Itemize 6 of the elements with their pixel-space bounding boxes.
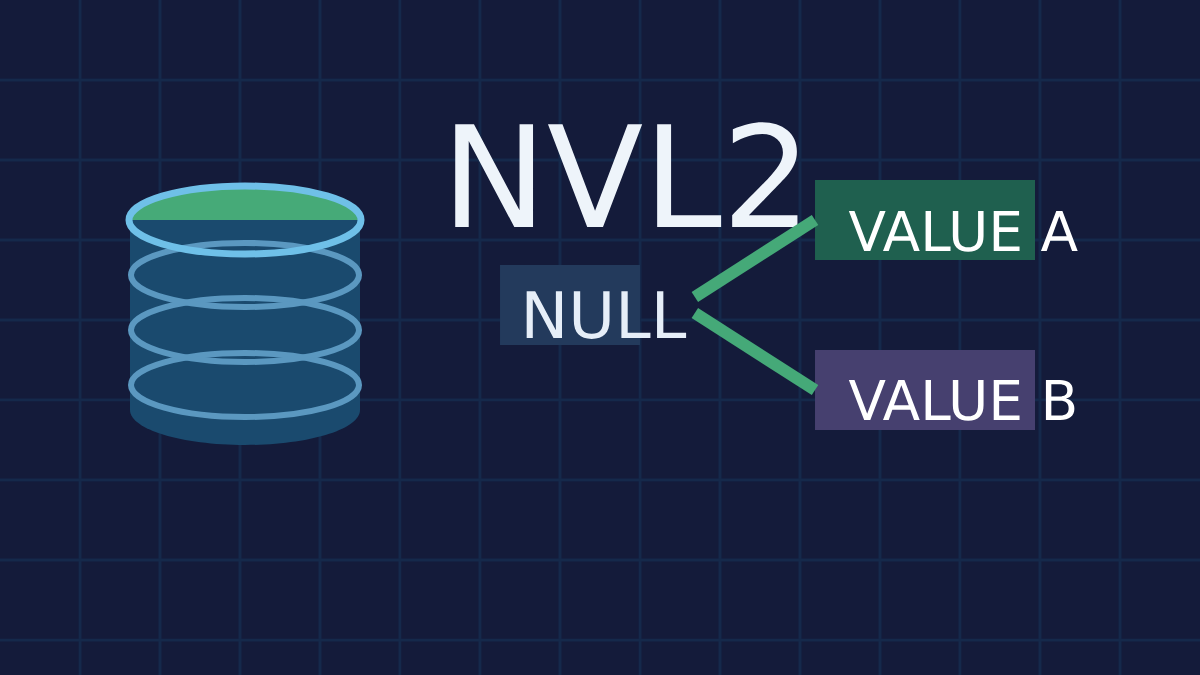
- label-box: VALUE B: [815, 350, 1075, 430]
- connector-line: [691, 307, 819, 396]
- label-box: NULL: [500, 265, 687, 345]
- connector-line: [691, 214, 819, 303]
- title: NVL2: [455, 122, 798, 227]
- label-box: VALUE A: [815, 180, 1078, 260]
